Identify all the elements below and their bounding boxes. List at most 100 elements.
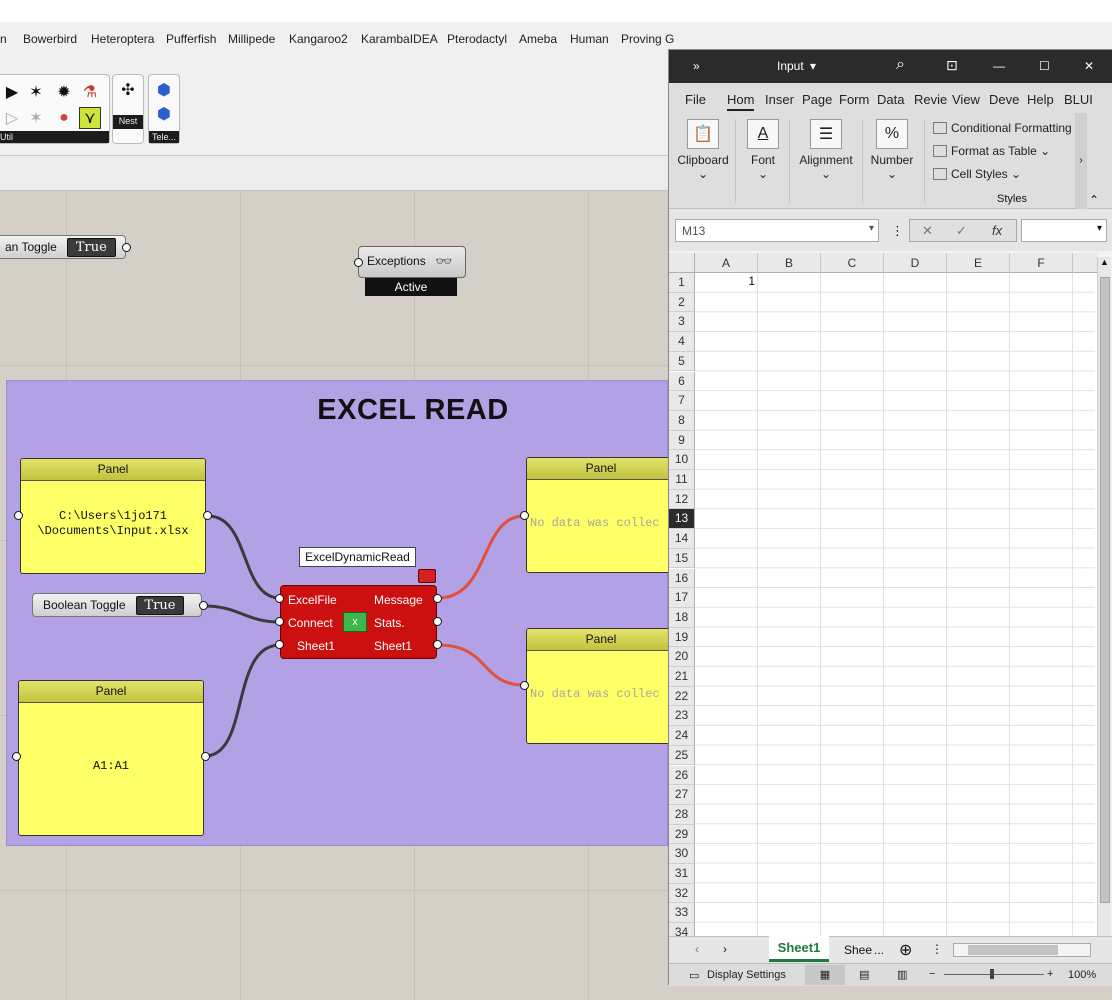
next-sheet-icon[interactable]: › [723,942,727,956]
display-settings-button[interactable]: Display Settings [707,969,786,981]
output-message[interactable]: Message [374,593,423,607]
panel-output-port[interactable] [201,752,210,761]
comp-port-out-1[interactable] [433,594,442,603]
row-header[interactable]: 28 [669,804,695,825]
exceptions-component[interactable]: Exceptions 👓 [358,246,466,278]
add-sheet-icon[interactable]: ⊕ [899,942,913,959]
warning-flag-icon[interactable] [418,569,436,583]
cell-grid[interactable] [695,273,1095,936]
row-header[interactable]: 33 [669,903,695,924]
more-options-icon[interactable]: ⋮ [891,223,904,238]
hexagon-send-icon[interactable]: ⬢ [157,82,171,99]
tab-help[interactable]: Help [1027,92,1054,107]
row-header[interactable]: 29 [669,824,695,845]
boolean-toggle-top[interactable]: an Toggle True [0,235,126,259]
tab-human[interactable]: Human [570,32,609,46]
ribbon-display-icon[interactable]: ⊡ [946,57,958,73]
panel-text[interactable]: No data was collec [530,516,660,530]
tab-item[interactable]: n [0,32,7,46]
row-header[interactable]: 32 [669,883,695,904]
zoom-slider[interactable] [944,974,1044,975]
more-options-icon[interactable]: ⋮ [931,942,943,956]
sheet-tab-other[interactable]: Shee [844,943,873,957]
cell-a1[interactable]: 1 [748,274,755,288]
row-header[interactable]: 5 [669,351,695,372]
collapse-ribbon-icon[interactable]: ⌃ [1089,193,1100,207]
row-header[interactable]: 34 [669,923,695,936]
normal-view-icon[interactable]: ▦ [805,965,845,985]
row-header[interactable]: 13 [669,509,695,530]
column-header-partial[interactable] [1073,253,1097,273]
panel-input-port[interactable] [520,681,529,690]
enter-icon[interactable]: ✓ [956,223,967,238]
clipboard-button[interactable]: 📋 Clipboard ⌄ [677,119,729,181]
column-header[interactable]: E [947,253,1010,273]
minimize-button[interactable]: — [993,59,1005,73]
toggle-output-port[interactable] [199,601,208,610]
cell-styles-button[interactable]: Cell Styles ⌄ [933,167,1021,181]
zoom-out-icon[interactable]: − [929,968,936,980]
input-sheet1[interactable]: Sheet1 [297,639,336,653]
burst-icon[interactable]: ✶ [29,84,43,101]
row-header[interactable]: 8 [669,410,695,431]
panel-file-path[interactable]: Panel C:\Users\1jo171 \Documents\Input.x… [20,458,206,574]
column-header[interactable]: B [758,253,821,273]
search-icon[interactable]: ⌕ [896,56,905,73]
horizontal-scroll-thumb[interactable] [968,945,1058,955]
tab-insert[interactable]: Inser [765,92,794,107]
tab-bluebeam[interactable]: BLUI [1064,92,1093,107]
gear-icon[interactable]: ✹ [57,84,71,101]
cancel-icon[interactable]: ✕ [922,223,933,238]
scroll-thumb[interactable] [1100,277,1110,903]
zoom-slider-thumb[interactable] [990,969,994,979]
font-button[interactable]: A Font ⌄ [743,119,783,181]
panel-text[interactable]: A1:A1 [92,759,129,773]
row-header[interactable]: 20 [669,647,695,667]
input-excelfile[interactable]: ExcelFile [288,593,337,607]
page-layout-view-icon[interactable]: ▤ [859,969,870,981]
input-connect[interactable]: Connect [288,616,333,630]
comp-port-in-1[interactable] [275,594,284,603]
close-button[interactable]: ✕ [1084,59,1095,73]
panel-input-port[interactable] [12,752,21,761]
row-header[interactable]: 18 [669,607,695,628]
panel-range[interactable]: Panel A1:A1 [18,680,204,836]
chevron-down-icon[interactable]: ▾ [1096,223,1102,234]
filter-icon[interactable]: ⋎ [79,107,101,129]
horizontal-scrollbar[interactable] [953,943,1091,957]
tab-page-layout[interactable]: Page [802,92,833,107]
panel-text[interactable]: C:\Users\1jo171 \Documents\Input.xlsx [37,509,189,538]
panel-output-port[interactable] [203,511,212,520]
burst-faded-icon[interactable]: ✶ [29,110,43,127]
vertical-scrollbar[interactable]: ▲ [1097,257,1111,940]
toggle-value[interactable]: True [66,237,116,257]
insert-function-icon[interactable]: fx [992,223,1003,238]
boolean-toggle-connect[interactable]: Boolean Toggle True [32,593,202,617]
row-header[interactable]: 26 [669,765,695,786]
tab-kangaroo2[interactable]: Kangaroo2 [289,32,348,46]
formula-input[interactable]: ▾ [1021,219,1107,242]
hexagon-receive-icon[interactable]: ⬢ [157,106,171,123]
zoom-level[interactable]: 100% [1068,969,1097,981]
ribbon-scroll-right[interactable]: › [1075,113,1087,209]
row-header[interactable]: 25 [669,745,695,766]
row-header[interactable]: 31 [669,864,695,884]
page-break-view-icon[interactable]: ▥ [897,969,908,981]
select-all-button[interactable] [669,253,695,273]
tab-formulas[interactable]: Form [839,92,870,107]
flask-icon[interactable]: ⚗ [82,84,98,101]
tab-millipede[interactable]: Millipede [228,32,276,46]
row-header[interactable]: 9 [669,430,695,451]
row-header[interactable]: 23 [669,706,695,727]
comp-port-in-2[interactable] [275,617,284,626]
tab-data[interactable]: Data [877,92,905,107]
column-header[interactable]: F [1010,253,1073,273]
column-header[interactable]: D [884,253,947,273]
tab-heteroptera[interactable]: Heteroptera [91,32,155,46]
panel-message-output[interactable]: Panel No data was collec [526,457,676,573]
panel-input-port[interactable] [520,511,529,520]
row-header[interactable]: 21 [669,667,695,687]
tab-home[interactable]: Hom [727,92,755,111]
tab-ameba[interactable]: Ameba [519,32,558,46]
